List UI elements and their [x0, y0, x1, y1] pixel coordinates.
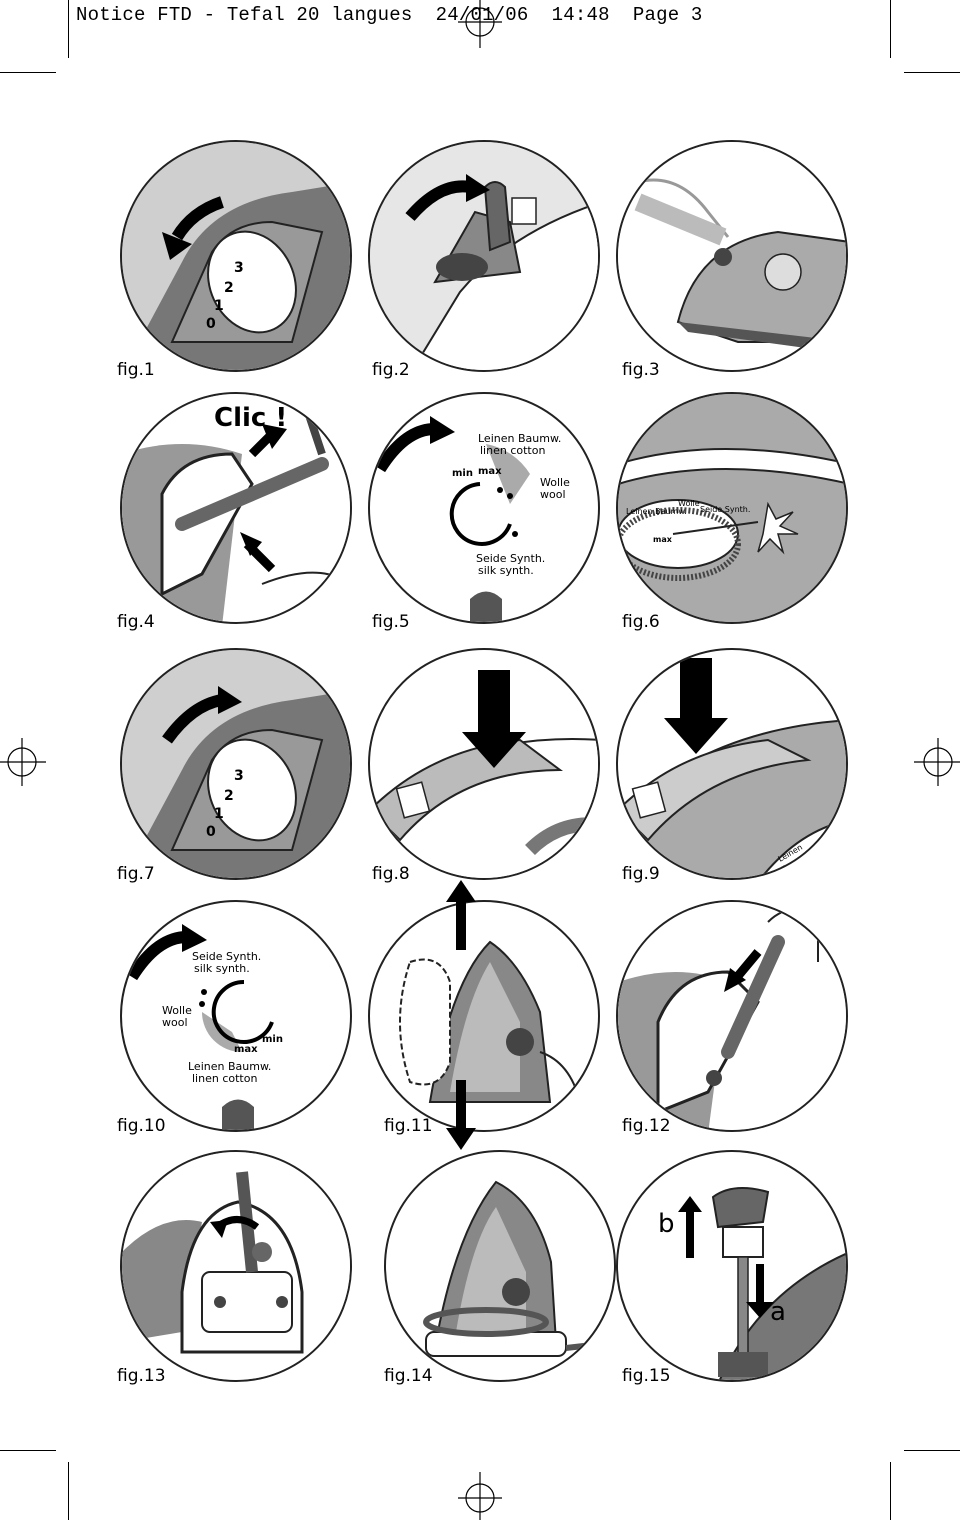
svg-text:min: min	[262, 1034, 283, 1045]
registration-mark-icon	[0, 738, 46, 786]
svg-text:Leinen Baumw.: Leinen Baumw.	[188, 1060, 271, 1073]
vertical-double-arrow-icon	[446, 880, 476, 1150]
figure-13-illustration	[120, 1150, 352, 1382]
crop-mark	[68, 1462, 69, 1520]
figure-caption: fig.6	[622, 612, 660, 632]
figure-10-illustration: Seide Synth. silk synth. Wolle wool Lein…	[120, 900, 352, 1132]
svg-text:3: 3	[234, 260, 244, 276]
crop-mark	[904, 72, 960, 73]
figure-9-illustration: Leinen linen	[616, 648, 848, 880]
figure-caption: fig.13	[117, 1366, 166, 1386]
svg-text:0: 0	[206, 824, 216, 840]
document-header: Notice FTD - Tefal 20 langues 24/01/06 1…	[76, 4, 703, 26]
crop-mark	[904, 1450, 960, 1451]
svg-text:Wolle: Wolle	[162, 1004, 192, 1017]
crop-mark	[68, 0, 69, 58]
figure-caption: fig.7	[117, 864, 155, 884]
figure-2-illustration	[368, 140, 600, 372]
svg-text:Wolle: Wolle	[540, 476, 570, 489]
svg-text:silk synth.: silk synth.	[478, 564, 534, 577]
figure-caption: fig.5	[372, 612, 410, 632]
figure-caption: fig.4	[117, 612, 155, 632]
figure-4-illustration: Clic !	[120, 392, 352, 624]
svg-text:min: min	[452, 468, 473, 479]
registration-mark-icon	[914, 738, 960, 786]
registration-mark-icon	[458, 0, 502, 48]
svg-text:Leinen Baumw.: Leinen Baumw.	[626, 507, 687, 516]
figure-15-illustration: b a	[616, 1150, 848, 1382]
svg-text:linen cotton: linen cotton	[192, 1072, 257, 1085]
svg-text:max: max	[234, 1044, 258, 1055]
figure-14-illustration	[384, 1150, 616, 1382]
figure-caption: fig.15	[622, 1366, 671, 1386]
svg-text:3: 3	[234, 768, 244, 784]
clic-callout: Clic !	[214, 403, 287, 433]
crop-mark	[890, 0, 891, 58]
svg-text:1: 1	[214, 298, 224, 314]
figure-caption: fig.2	[372, 360, 410, 380]
figure-5-illustration: Leinen Baumw. linen cotton Wolle wool Se…	[368, 392, 600, 624]
figure-caption: fig.3	[622, 360, 660, 380]
crop-mark	[890, 1462, 891, 1520]
svg-text:2: 2	[224, 280, 234, 296]
svg-text:1: 1	[214, 806, 224, 822]
figure-3-illustration	[616, 140, 848, 372]
svg-text:Seide Synth.: Seide Synth.	[700, 505, 750, 514]
figure-6-illustration: Leinen Baumw. Wolle Seide Synth. max	[616, 392, 848, 624]
crop-mark	[0, 1450, 56, 1451]
figure-caption: fig.12	[622, 1116, 671, 1136]
svg-text:max: max	[653, 535, 673, 544]
figure-11-illustration	[368, 900, 600, 1132]
figure-caption: fig.8	[372, 864, 410, 884]
figure-7-illustration: 3 2 1 0	[120, 648, 352, 880]
figure-caption: fig.1	[117, 360, 155, 380]
figure-8-illustration	[368, 648, 600, 880]
label-a: a	[770, 1297, 786, 1327]
figure-caption: fig.11	[384, 1116, 433, 1136]
svg-text:wool: wool	[540, 488, 566, 501]
svg-text:wool: wool	[162, 1016, 188, 1029]
label-b: b	[658, 1209, 675, 1239]
svg-text:2: 2	[224, 788, 234, 804]
registration-mark-icon	[458, 1472, 502, 1520]
svg-text:Leinen Baumw.: Leinen Baumw.	[478, 432, 561, 445]
svg-text:0: 0	[206, 316, 216, 332]
svg-text:linen cotton: linen cotton	[480, 444, 545, 457]
svg-text:Seide Synth.: Seide Synth.	[476, 552, 545, 565]
svg-text:Wolle: Wolle	[678, 499, 700, 508]
figure-caption: fig.10	[117, 1116, 166, 1136]
crop-mark	[0, 72, 56, 73]
figure-12-illustration	[616, 900, 848, 1132]
svg-text:Seide Synth.: Seide Synth.	[192, 950, 261, 963]
svg-text:max: max	[478, 466, 502, 477]
figure-caption: fig.9	[622, 864, 660, 884]
figure-caption: fig.14	[384, 1366, 433, 1386]
figure-1-illustration: 3 2 1 0	[120, 140, 352, 372]
svg-text:silk synth.: silk synth.	[194, 962, 250, 975]
